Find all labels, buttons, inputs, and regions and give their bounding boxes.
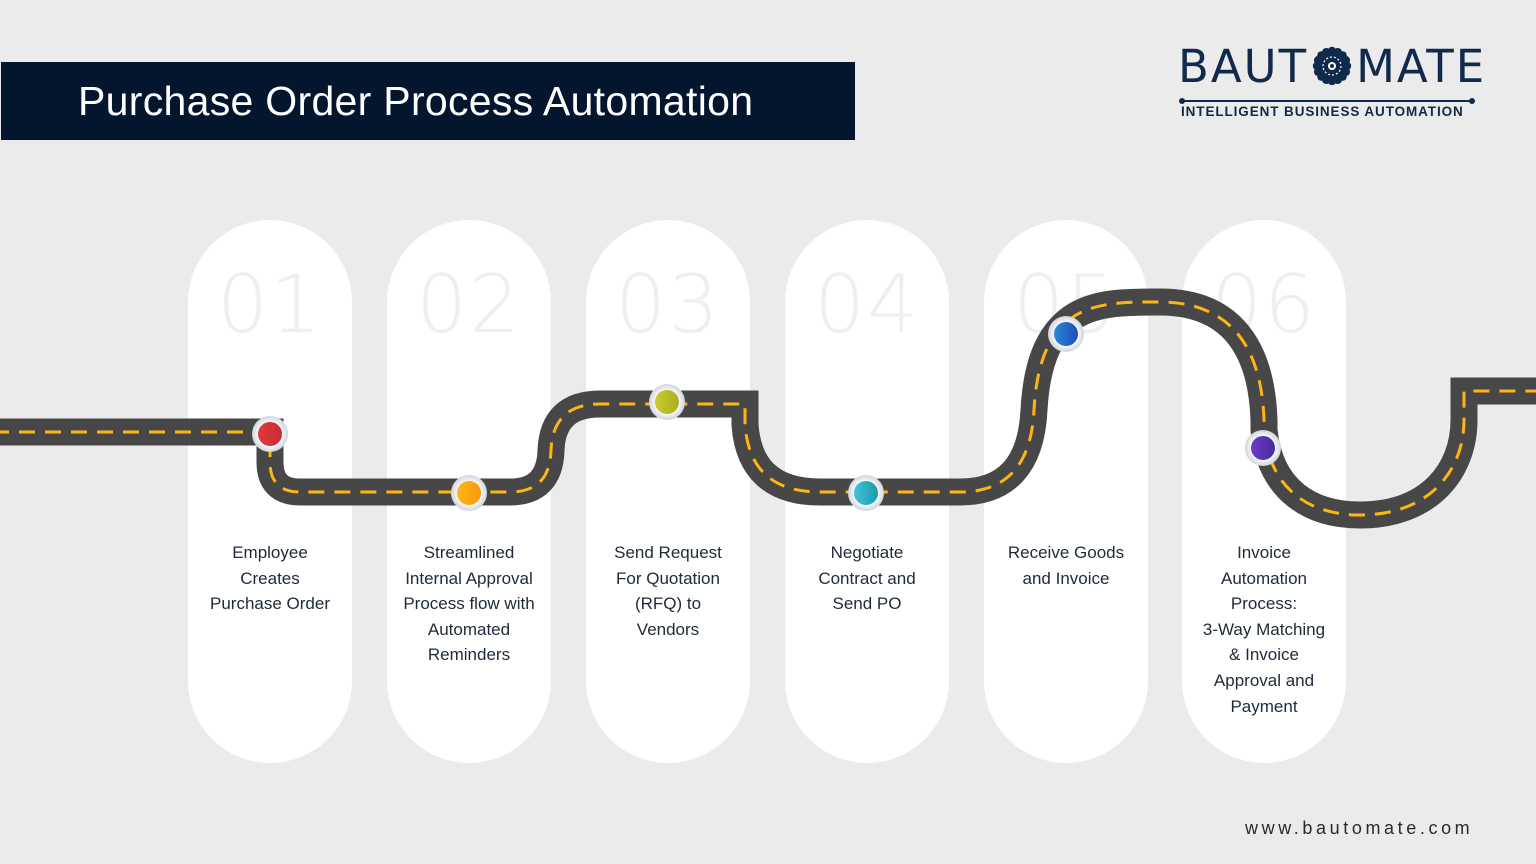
logo-text-left: BAUT [1178, 40, 1309, 93]
step-node-01 [252, 416, 288, 452]
page-title: Purchase Order Process Automation [78, 77, 754, 124]
step-node-04 [848, 475, 884, 511]
step-description-line: 3-Way Matching [1202, 619, 1326, 639]
step-description-line: Vendors [636, 619, 700, 639]
step-description-line: Send PO [832, 594, 902, 614]
footer-website-url: www.bautomate.com [1245, 818, 1474, 838]
step-description-line: Process flow with [403, 594, 535, 614]
node-dot [655, 390, 679, 414]
step-description-line: Approval and [1213, 670, 1315, 690]
step-number: 03 [615, 258, 721, 351]
step-description-line: Invoice [1237, 543, 1291, 562]
step-number: 04 [814, 258, 920, 351]
node-dot [1251, 436, 1275, 460]
step-description-line: Payment [1230, 696, 1298, 716]
step-description-line: Automated [427, 619, 511, 639]
step-node-05 [1048, 316, 1084, 352]
step-description-line: Contract and [818, 568, 916, 588]
step-description-line: Process: [1230, 594, 1298, 614]
node-dot [258, 422, 282, 446]
gear-mandala-icon [1312, 46, 1352, 86]
step-description-line: Streamlined [423, 543, 515, 562]
step-description-line: Purchase Order [210, 594, 330, 614]
node-dot [457, 481, 481, 505]
step-description-line: Negotiate [830, 543, 904, 562]
step-description-line: (RFQ) to [634, 594, 702, 614]
road-center-stripe [0, 300, 1536, 517]
step-node-03 [649, 384, 685, 420]
logo-tagline: INTELLIGENT BUSINESS AUTOMATION [1181, 104, 1464, 119]
step-description-line: Employee [232, 543, 308, 562]
node-dot [854, 481, 878, 505]
step-description-line: Automation [1221, 568, 1307, 588]
step-number: 01 [217, 258, 323, 351]
step-description-line: Receive Goods [1007, 543, 1125, 562]
step-node-02 [451, 475, 487, 511]
title-banner: Purchase Order Process Automation [1, 62, 855, 140]
logo-text-right: MATE [1356, 40, 1487, 93]
step-description: Receive Goods and Invoice [988, 540, 1144, 591]
road-asphalt [0, 288, 1536, 529]
step-description-line: and Invoice [1022, 568, 1110, 588]
step-description-line: Creates [240, 568, 300, 588]
step-description-line: Internal Approval [405, 568, 533, 588]
logo-divider [1179, 98, 1475, 104]
step-description-line: & Invoice [1229, 645, 1299, 665]
step-description-line: For Quotation [616, 568, 720, 588]
step-number: 02 [416, 258, 522, 351]
step-node-06 [1245, 430, 1281, 466]
bautomate-logo: BAUT MATE INTELLIGENT BUSINESS AUTOMATIO… [1176, 40, 1484, 120]
logo-wordmark: BAUT MATE [1178, 40, 1486, 94]
step-description-line: Reminders [427, 645, 511, 665]
step-description-line: Send Request [614, 543, 722, 562]
node-dot [1054, 322, 1078, 346]
